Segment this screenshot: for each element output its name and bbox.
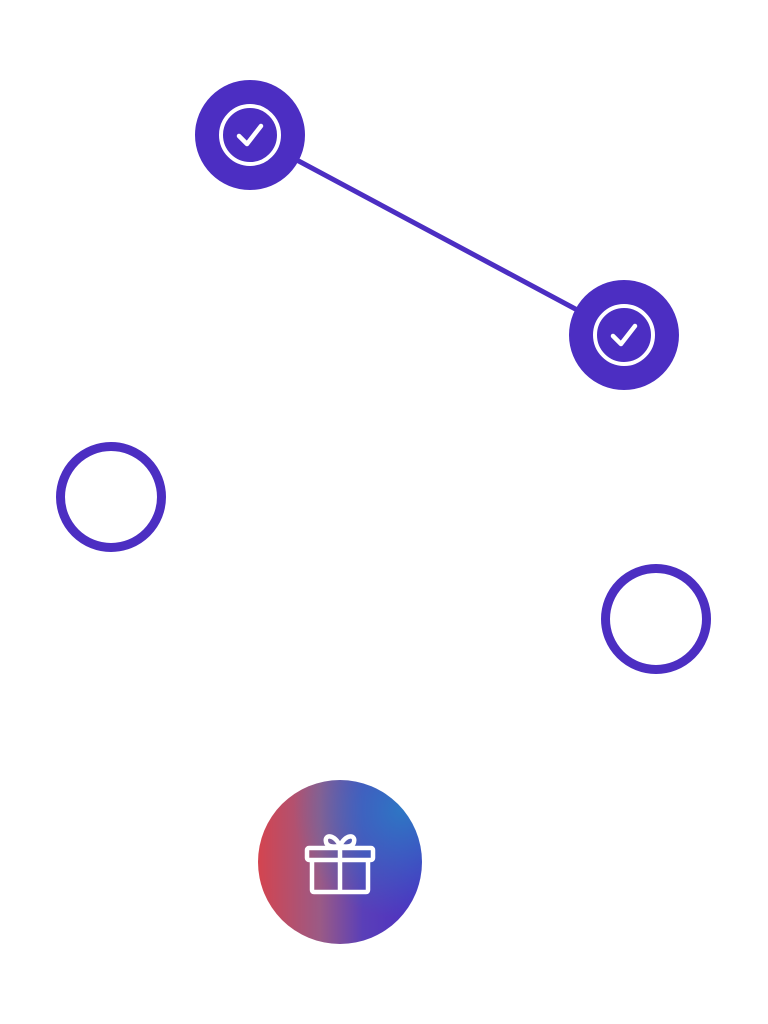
path-connector-line <box>247 132 627 338</box>
reward-chest-button[interactable] <box>258 780 422 944</box>
check-circle-icon <box>219 104 281 166</box>
path-step-2-completed[interactable] <box>569 280 679 390</box>
check-circle-icon <box>593 304 655 366</box>
path-step-3-locked[interactable] <box>56 442 166 552</box>
path-step-1-completed[interactable] <box>195 80 305 190</box>
path-step-4-locked[interactable] <box>601 564 711 674</box>
gift-icon <box>304 834 376 895</box>
